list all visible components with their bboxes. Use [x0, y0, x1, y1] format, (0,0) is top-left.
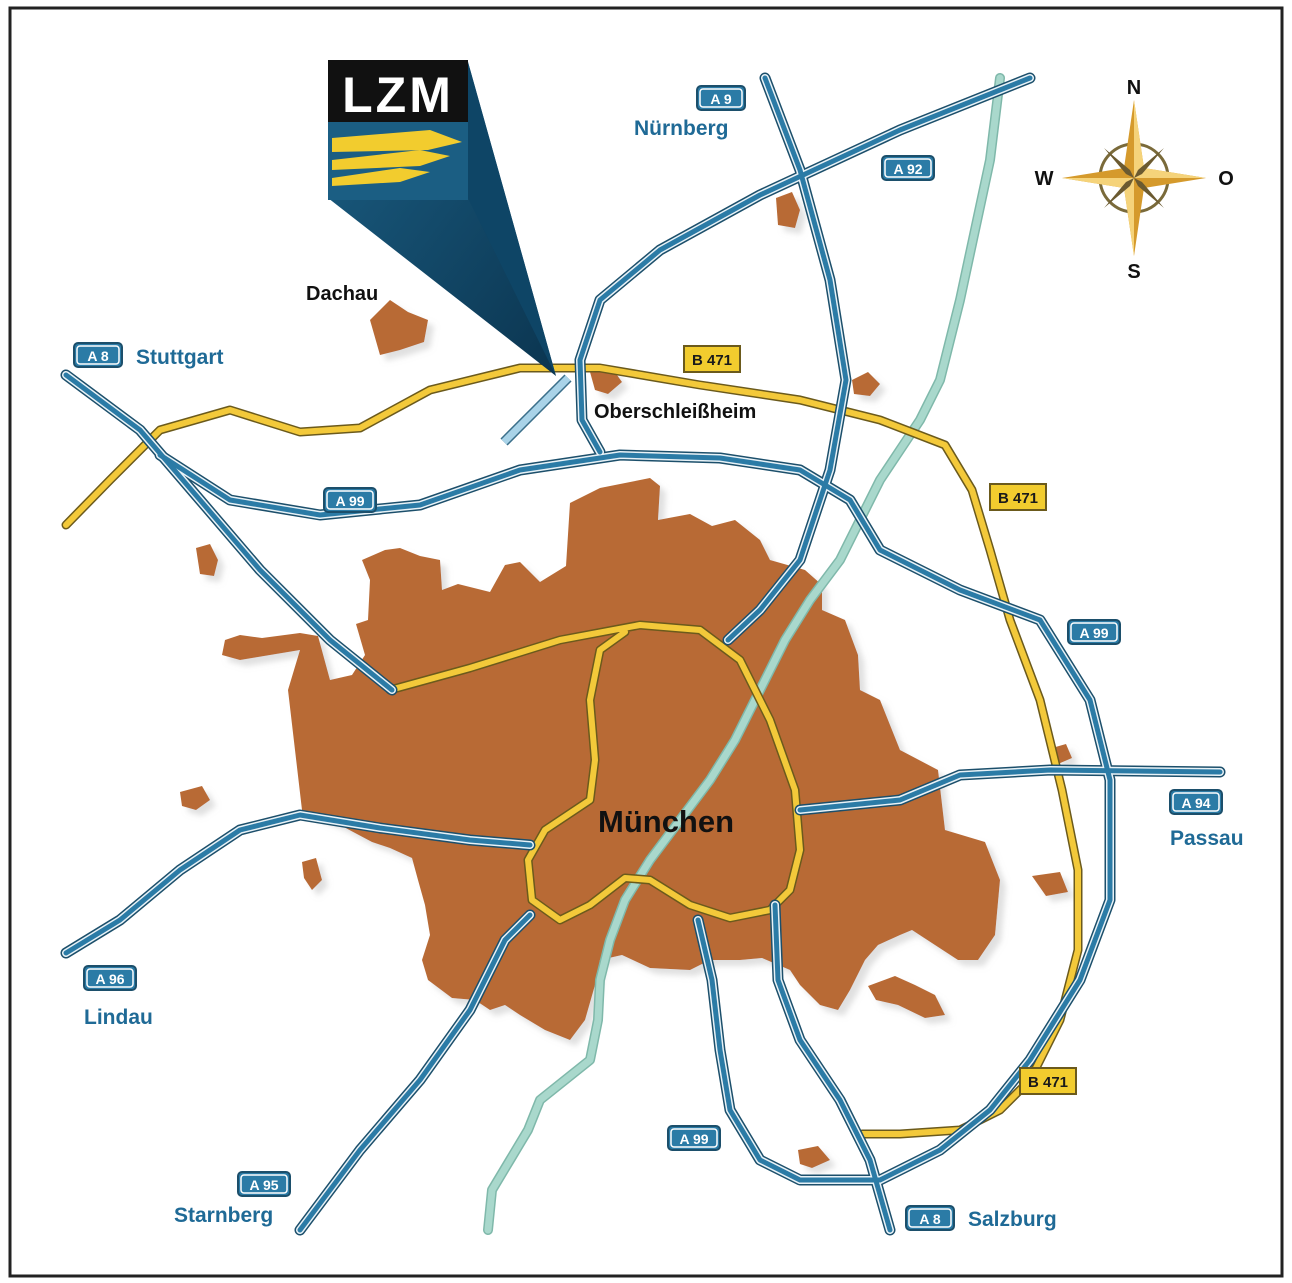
- label-dachau: Dachau: [306, 283, 378, 305]
- svg-text:B 471: B 471: [998, 490, 1038, 507]
- svg-text:A 92: A 92: [893, 161, 922, 177]
- lzm-logo: LZM: [328, 60, 572, 446]
- dest-stuttgart: Stuttgart: [136, 346, 224, 369]
- svg-text:B 471: B 471: [692, 352, 732, 369]
- dest-salzburg: Salzburg: [968, 1208, 1057, 1231]
- shield-a99-south: A 99: [667, 1125, 721, 1151]
- shield-a8-north: A 8: [73, 342, 123, 368]
- airfield-runway: [500, 374, 572, 446]
- label-muenchen: München: [598, 804, 734, 839]
- compass-west: W: [1035, 168, 1054, 190]
- svg-text:A 8: A 8: [919, 1211, 940, 1227]
- shield-a9: A 9: [696, 85, 746, 111]
- tag-b471-east: B 471: [989, 483, 1047, 511]
- dest-nuernberg: Nürnberg: [634, 117, 729, 140]
- svg-text:A 94: A 94: [1181, 795, 1210, 811]
- svg-text:A 8: A 8: [87, 348, 108, 364]
- logo-text: LZM: [342, 67, 454, 123]
- tag-b471-south: B 471: [1019, 1067, 1077, 1095]
- dest-lindau: Lindau: [84, 1006, 153, 1029]
- shield-a92: A 92: [881, 155, 935, 181]
- shield-a99-east: A 99: [1067, 619, 1121, 645]
- compass-east: O: [1218, 168, 1234, 190]
- svg-text:A 99: A 99: [679, 1131, 708, 1147]
- svg-text:A 95: A 95: [249, 1177, 278, 1193]
- svg-text:B 471: B 471: [1028, 1074, 1068, 1091]
- shield-a94: A 94: [1169, 789, 1223, 815]
- dest-passau: Passau: [1170, 827, 1244, 850]
- compass-north: N: [1127, 77, 1141, 99]
- shield-a99-north: A 99: [323, 487, 377, 513]
- tag-b471-north: B 471: [683, 345, 741, 373]
- dest-starnberg: Starnberg: [174, 1204, 273, 1227]
- svg-text:A 99: A 99: [335, 493, 364, 509]
- svg-text:A 96: A 96: [95, 971, 124, 987]
- autobahn-network: [60, 72, 1226, 1236]
- svg-text:A 9: A 9: [710, 91, 731, 107]
- compass-south: S: [1127, 261, 1140, 283]
- compass-rose: N S W O: [1035, 77, 1234, 283]
- svg-text:A 99: A 99: [1079, 625, 1108, 641]
- label-oberschleissheim: Oberschleißheim: [594, 401, 756, 423]
- shield-a95: A 95: [237, 1171, 291, 1197]
- shield-a8-south: A 8: [905, 1205, 955, 1231]
- city-area: [180, 192, 1072, 1168]
- shield-a96: A 96: [83, 965, 137, 991]
- logo-pointer: [328, 62, 556, 376]
